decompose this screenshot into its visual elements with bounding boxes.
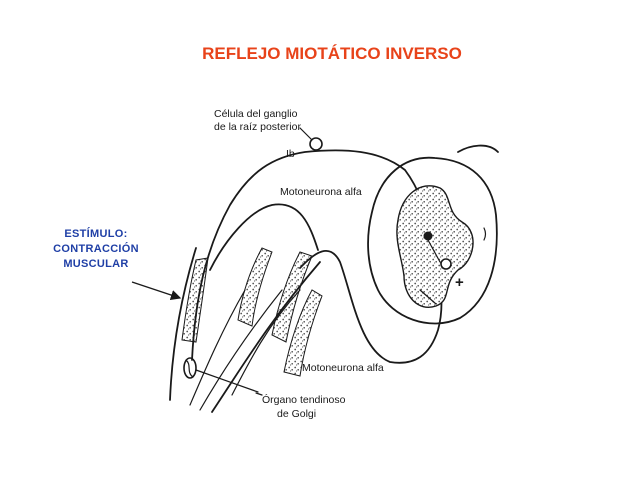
page-title: REFLEJO MIOTÁTICO INVERSO (202, 44, 462, 63)
muscle-fascicle-right (283, 289, 323, 377)
stimulus-arrow (131, 281, 182, 301)
muscle-outline-left (169, 247, 197, 401)
golgi-leader (255, 392, 263, 396)
spinal-cord (367, 144, 499, 325)
motoneuron-cell-icon (440, 258, 452, 270)
alpha-motoneuron-fiber (299, 249, 443, 364)
interneuron-icon (423, 231, 433, 241)
stimulus-line-2: CONTRACCIÓN (53, 243, 139, 255)
golgi-tendon-organ (183, 357, 259, 393)
ganglion-leader (299, 127, 313, 141)
stimulus-line-1: ESTÍMULO: (64, 228, 128, 240)
ganglion-cell-icon (309, 137, 323, 151)
ib-fiber-label: Ib (286, 148, 295, 160)
motoneuron-top-label: Motoneurona alfa (280, 186, 362, 198)
stimulus-line-3: MUSCULAR (63, 258, 129, 270)
muscle-outline-right (211, 261, 321, 413)
excitatory-plus-sign: + (455, 274, 464, 291)
muscle-fibers (189, 289, 301, 411)
stimulus-label: ESTÍMULO: CONTRACCIÓN MUSCULAR (46, 227, 146, 272)
ganglion-label-1: Célula del ganglio (214, 108, 298, 120)
motoneuron-bottom-label: Motoneurona alfa (302, 362, 384, 374)
golgi-label-2: de Golgi (277, 408, 316, 420)
ganglion-label-2: de la raíz posterior (214, 121, 301, 133)
muscle (169, 247, 323, 413)
alpha-motoneuron-upper (209, 203, 319, 271)
muscle-fascicle-center-left (237, 247, 273, 327)
golgi-label-1: Órgano tendinoso (262, 393, 346, 406)
ib-afferent-fiber (191, 149, 433, 361)
